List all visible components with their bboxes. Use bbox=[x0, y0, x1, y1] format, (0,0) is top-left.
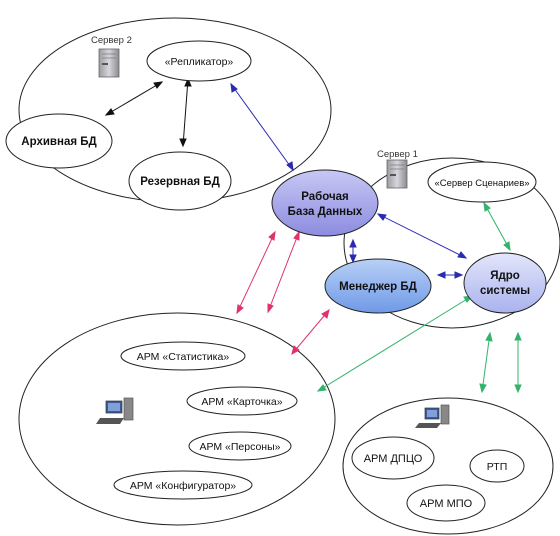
backup-db-node bbox=[128, 151, 232, 211]
system-core-node bbox=[463, 252, 547, 314]
rtp-label: РТП bbox=[487, 461, 508, 473]
black-arrows bbox=[104, 77, 192, 148]
rtp-node bbox=[469, 449, 525, 483]
server1-group bbox=[343, 157, 560, 329]
scenario-server-node bbox=[427, 161, 537, 203]
workstations-group bbox=[18, 312, 336, 526]
dispatch-group bbox=[342, 397, 554, 535]
server1-label: Сервер 1 bbox=[377, 149, 418, 160]
arm-card-node bbox=[186, 386, 298, 416]
system-core-label-line1: Ядро bbox=[490, 270, 520, 282]
arm-configurator-label: АРМ «Конфигуратор» bbox=[130, 480, 236, 492]
blue-arrows bbox=[230, 82, 468, 279]
arm-dptso-node bbox=[351, 436, 435, 480]
arm-dptso-label: АРМ ДПЦО bbox=[364, 453, 423, 465]
archive-db-label: Архивная БД bbox=[21, 136, 96, 148]
arm-configurator-node bbox=[113, 470, 253, 500]
arm-persons-label: АРМ «Персоны» bbox=[199, 441, 280, 453]
replicator-node bbox=[146, 40, 252, 82]
db-manager-node bbox=[324, 258, 432, 314]
arm-statistics-node bbox=[120, 341, 246, 371]
arm-persons-node bbox=[188, 431, 292, 461]
arm-mpo-label: АРМ МПО bbox=[420, 498, 473, 510]
working-db-label-line2: База Данных bbox=[288, 206, 363, 218]
server-icon bbox=[98, 48, 120, 78]
scenario-server-label: «Сервер Сценариев» bbox=[434, 178, 529, 189]
computer-icon bbox=[96, 397, 134, 424]
server2-label: Сервер 2 bbox=[91, 35, 132, 46]
arm-card-label: АРМ «Карточка» bbox=[201, 396, 282, 408]
working-db-node bbox=[271, 169, 379, 237]
red-arrows bbox=[236, 230, 330, 356]
server-icon bbox=[386, 159, 408, 189]
backup-db-label: Резервная БД bbox=[140, 176, 220, 188]
replicator-label: «Репликатор» bbox=[165, 56, 234, 68]
working-db-label-line1: Рабочая bbox=[301, 191, 349, 203]
system-core-label-line2: системы bbox=[480, 285, 530, 297]
archive-db-node bbox=[5, 113, 113, 169]
arm-statistics-label: АРМ «Статистика» bbox=[137, 351, 230, 363]
computer-icon bbox=[415, 404, 450, 428]
arm-mpo-node bbox=[406, 484, 486, 522]
db-manager-label: Менеджер БД bbox=[339, 281, 417, 293]
